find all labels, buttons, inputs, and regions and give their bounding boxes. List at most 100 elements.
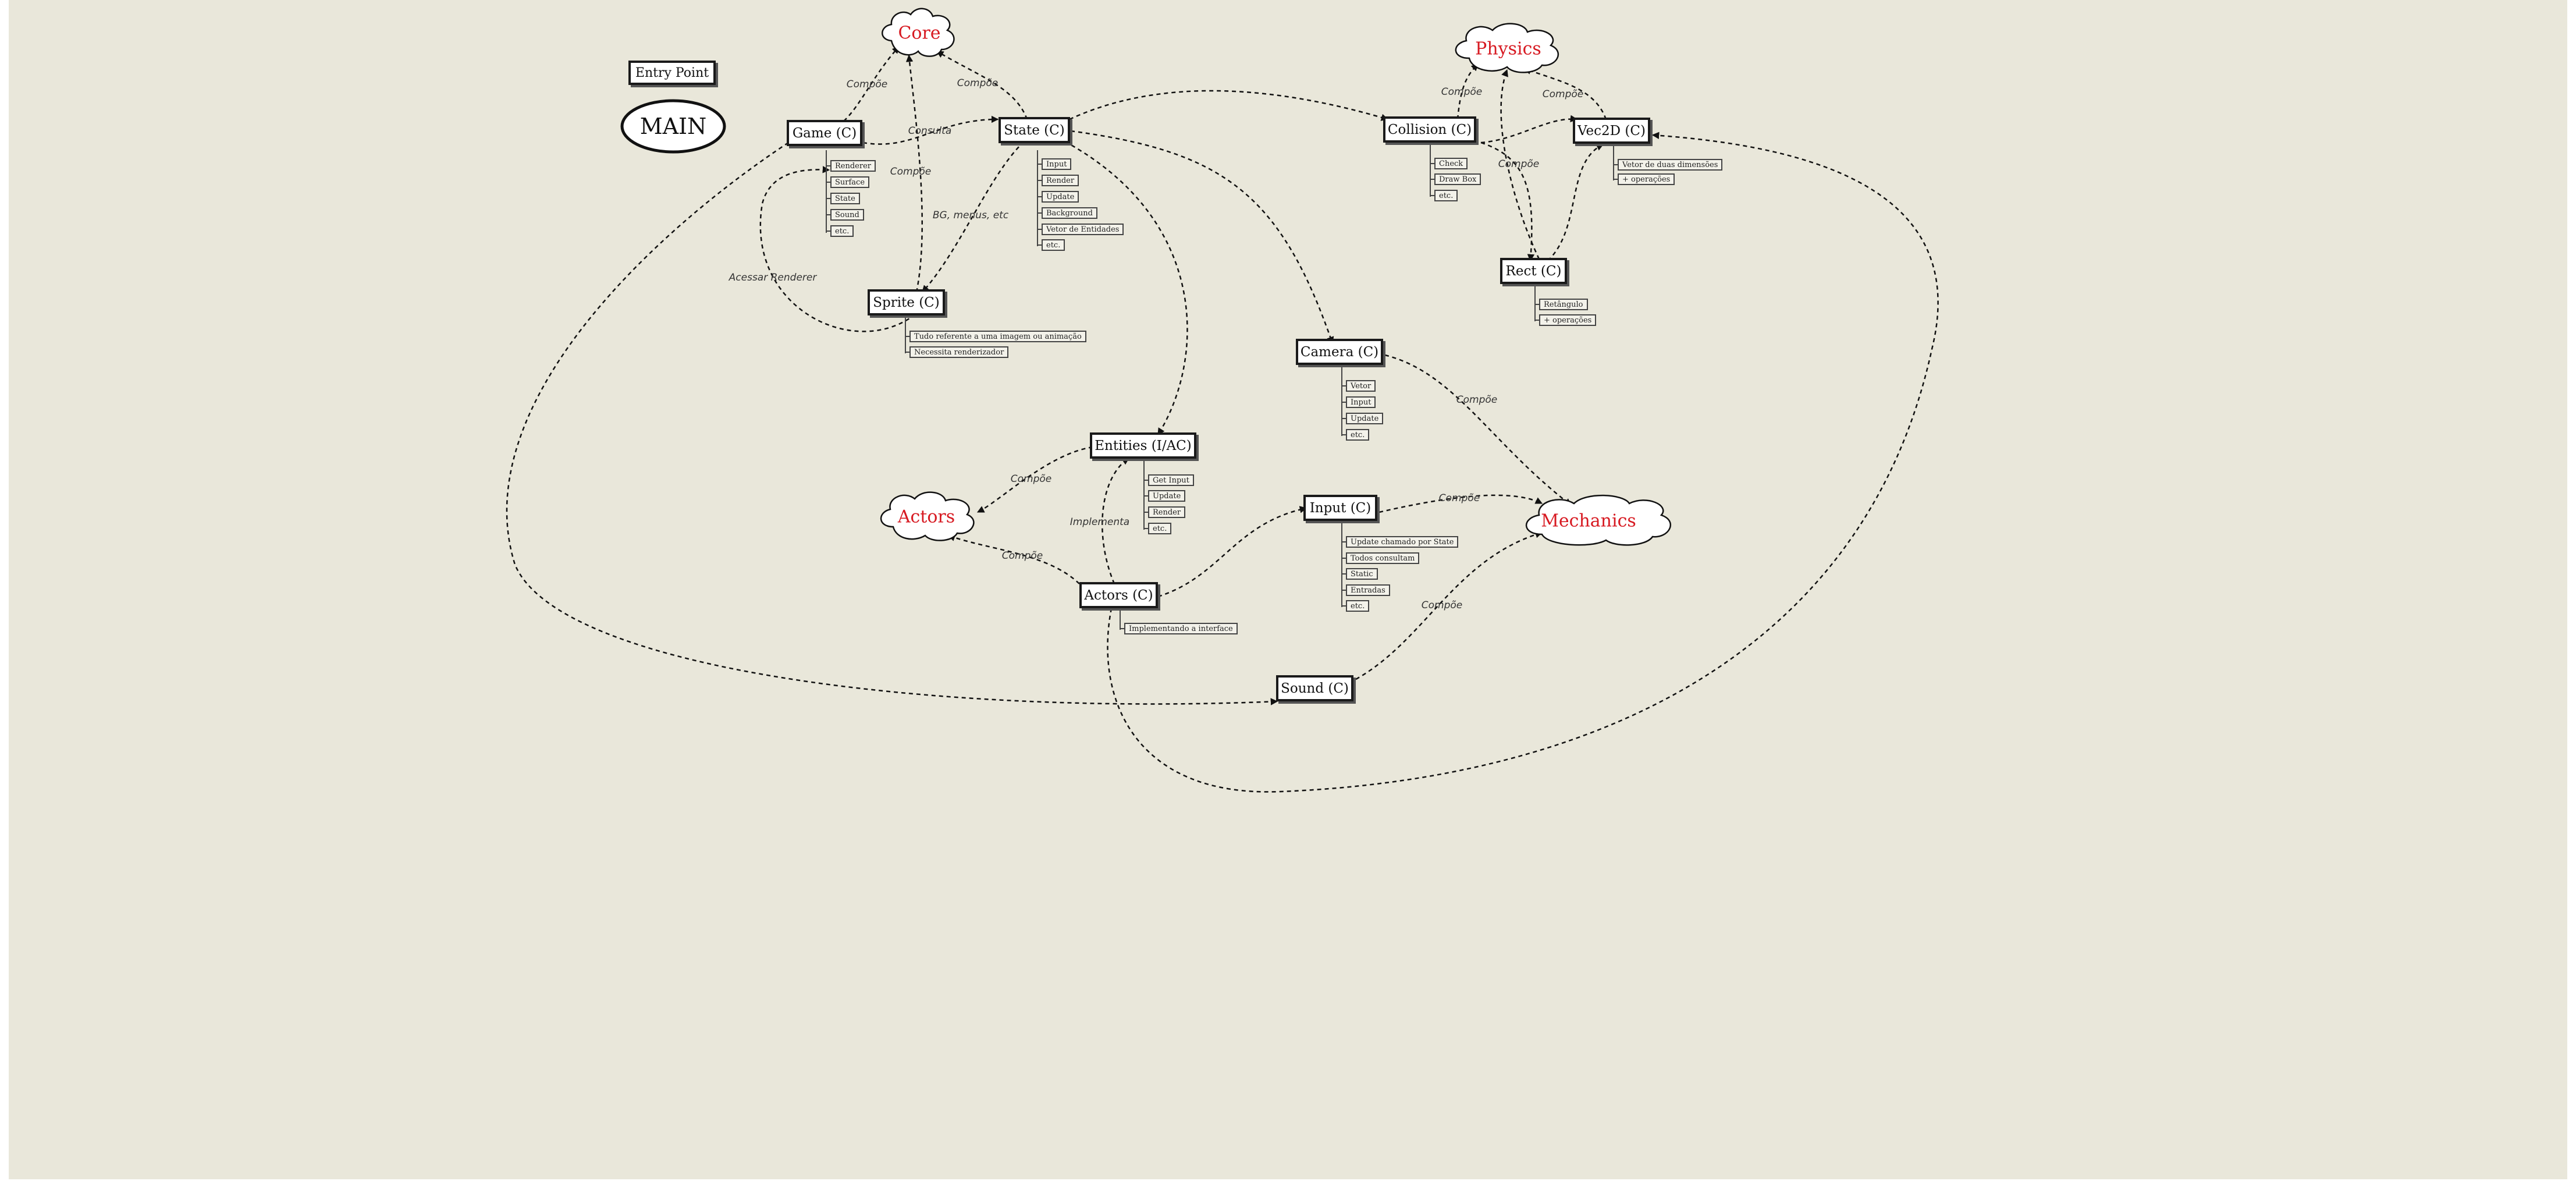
collision-item[interactable]: etc.: [1434, 190, 1458, 201]
entities-item[interactable]: Get Input: [1148, 474, 1194, 486]
input-item[interactable]: Entradas: [1346, 584, 1390, 596]
node-rect[interactable]: Rect (C): [1500, 258, 1567, 284]
game-item[interactable]: etc.: [830, 225, 854, 237]
node-input[interactable]: Input (C): [1303, 495, 1377, 521]
edge-actors-actorscloud: [947, 534, 1080, 584]
node-sprite[interactable]: Sprite (C): [868, 289, 945, 315]
game-item[interactable]: Sound: [830, 209, 864, 221]
edge-collision-rect: [1480, 141, 1535, 262]
edge-state-entities: [1064, 140, 1188, 436]
camera-item[interactable]: Vetor: [1346, 380, 1376, 392]
state-item[interactable]: Vetor de Entidades: [1042, 224, 1124, 235]
node-state[interactable]: State (C): [999, 117, 1070, 143]
node-camera[interactable]: Camera (C): [1296, 339, 1383, 365]
camera-item[interactable]: Update: [1346, 413, 1384, 424]
sprite-item[interactable]: Necessita renderizador: [909, 346, 1009, 358]
edge-game-core: [843, 46, 900, 122]
tree-collision: [1430, 143, 1434, 197]
tree-sprite: [905, 314, 909, 353]
tree-state: [1037, 150, 1042, 246]
edge-label-actors-actorscloud: Compõe: [1001, 550, 1043, 562]
tree-vec2d: [1613, 144, 1618, 180]
tree-camera: [1341, 365, 1346, 436]
input-item[interactable]: Static: [1346, 568, 1378, 580]
state-item[interactable]: Input: [1042, 158, 1072, 170]
sprite-item[interactable]: Tudo referente a uma imagem ou animação: [909, 331, 1086, 342]
rect-item[interactable]: Retângulo: [1539, 299, 1588, 310]
node-actors[interactable]: Actors (C): [1079, 582, 1158, 608]
edge-game-sound: [506, 141, 1278, 705]
edge-actors-vec2d: [1107, 132, 1939, 793]
edge-label-vec2d-physics: Compõe: [1542, 88, 1584, 100]
game-item[interactable]: State: [830, 193, 860, 204]
node-vec2d[interactable]: Vec2D (C): [1573, 118, 1650, 144]
edge-sprite-core: [905, 54, 923, 293]
collision-item[interactable]: Check: [1434, 158, 1468, 169]
edge-label-entities-actors: Compõe: [1010, 473, 1052, 485]
node-game[interactable]: Game (C): [787, 120, 862, 146]
input-item[interactable]: etc.: [1346, 600, 1370, 612]
edge-entities-actors: [976, 446, 1093, 513]
edge-sound-mechanics: [1355, 531, 1543, 680]
entry-point-node[interactable]: Entry Point: [628, 61, 716, 85]
entities-item[interactable]: Update: [1148, 490, 1186, 502]
input-item[interactable]: Todos consultam: [1346, 552, 1420, 564]
edge-label-input-mechanics: Compõe: [1438, 492, 1480, 504]
state-item[interactable]: Render: [1042, 175, 1079, 186]
edge-rect-vec2d: [1547, 143, 1604, 261]
tree-actors: [1120, 608, 1124, 630]
edge-vec2d-physics: [1523, 68, 1607, 120]
state-item[interactable]: Update: [1042, 191, 1079, 203]
actors-item[interactable]: Implementando a interface: [1124, 623, 1238, 634]
entities-item[interactable]: Render: [1148, 506, 1186, 518]
node-sound[interactable]: Sound (C): [1276, 675, 1353, 701]
edge-label-sprite-game: Acessar Renderer: [729, 272, 817, 283]
cloud-physics-shape: [1455, 23, 1559, 73]
edge-label-rect-physics: Compõe: [1498, 158, 1540, 170]
rect-item[interactable]: + operações: [1539, 314, 1597, 326]
edge-input-mechanics: [1378, 494, 1543, 513]
edge-actors-entities: [1102, 457, 1130, 584]
collision-item[interactable]: Draw Box: [1434, 173, 1481, 185]
mindmap-canvas[interactable]: [9, 0, 2567, 1179]
edge-label-collision-physics: Compõe: [1441, 86, 1483, 98]
node-entities[interactable]: Entities (I/AC): [1090, 432, 1196, 459]
state-item[interactable]: Background: [1042, 207, 1097, 219]
edge-actors-input: [1157, 506, 1307, 598]
edge-state-collision: [1069, 90, 1389, 121]
vec2d-item[interactable]: Vetor de duas dimensões: [1618, 159, 1723, 171]
game-item[interactable]: Surface: [830, 176, 870, 188]
main-ellipse: [620, 99, 726, 154]
edge-label-game-state: Consulta: [908, 125, 952, 137]
camera-item[interactable]: Input: [1346, 396, 1376, 408]
camera-item[interactable]: etc.: [1346, 429, 1370, 441]
edge-state-sprite: [922, 141, 1025, 293]
vec2d-item[interactable]: + operações: [1618, 173, 1675, 185]
cloud-mechanics-shape: [1525, 494, 1671, 546]
input-item[interactable]: Update chamado por State: [1346, 536, 1459, 548]
edge-game-state: [862, 115, 999, 145]
edge-label-sound-mechanics: Compõe: [1421, 600, 1463, 611]
edge-sprite-game: [759, 166, 916, 332]
edge-camera-mechanics: [1384, 354, 1572, 506]
edge-label-sprite-core: Compõe: [890, 166, 932, 178]
state-item[interactable]: etc.: [1042, 239, 1065, 251]
tree-entities: [1143, 460, 1148, 530]
tree-rect: [1534, 285, 1539, 321]
game-item[interactable]: Renderer: [830, 160, 876, 172]
edge-state-camera: [1070, 130, 1334, 345]
edge-collision-physics: [1456, 63, 1479, 120]
tree-input: [1341, 521, 1346, 607]
edge-collision-vec2d: [1480, 115, 1578, 144]
cloud-core-shape: [882, 8, 955, 57]
entities-item[interactable]: etc.: [1148, 523, 1172, 534]
edge-label-camera-mechanics: Compõe: [1456, 394, 1498, 406]
edge-label-game-core: Compõe: [846, 79, 888, 90]
edge-rect-physics: [1500, 69, 1540, 260]
node-collision[interactable]: Collision (C): [1383, 116, 1476, 143]
tree-game: [826, 150, 830, 233]
cloud-actors-shape: [880, 491, 975, 541]
edge-state-core: [936, 50, 1028, 120]
edge-label-actors-entities: Implementa: [1070, 516, 1130, 528]
